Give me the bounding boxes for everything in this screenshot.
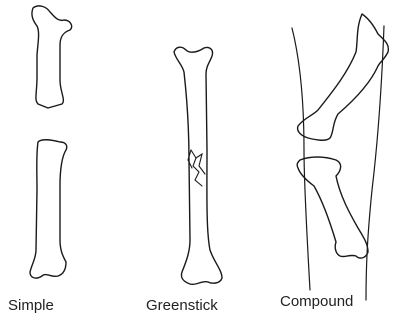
label-simple: Simple — [8, 297, 54, 314]
simple-lower-fragment — [30, 140, 67, 278]
label-compound: Compound — [280, 293, 353, 310]
greenstick-fracture-illustration — [174, 47, 222, 284]
simple-fracture-illustration — [30, 6, 72, 278]
label-greenstick: Greenstick — [146, 297, 218, 314]
compound-skin-outline-right — [366, 26, 384, 300]
greenstick-bone — [174, 47, 222, 284]
compound-fracture-illustration — [292, 14, 388, 300]
compound-upper-fragment — [298, 14, 389, 140]
simple-upper-fragment — [32, 6, 72, 108]
